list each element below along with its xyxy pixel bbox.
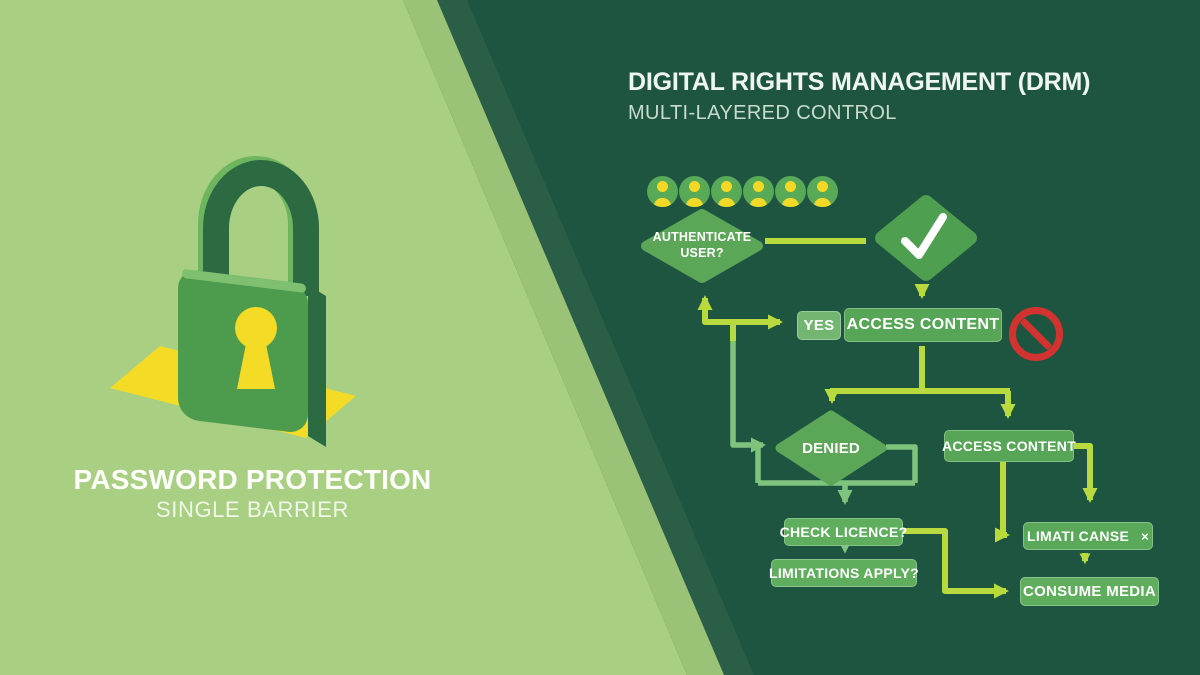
drm-subheading: MULTI-LAYERED CONTROL: [628, 102, 897, 124]
user-icon: [807, 176, 838, 207]
drm-heading: DIGITAL RIGHTS MANAGEMENT (DRM): [628, 68, 1091, 96]
prohibition-icon: [1009, 307, 1063, 361]
padlock-top-highlight: [182, 269, 306, 293]
access-content-right-box: ACCESS CONTENT: [942, 430, 1076, 462]
left-panel-subheading: SINGLE BARRIER: [155, 497, 349, 522]
denied-node-label: DENIED: [802, 439, 860, 457]
user-icon-row: [647, 176, 838, 207]
user-icon: [679, 176, 710, 207]
user-icon: [711, 176, 742, 207]
yes-label-box: YES: [797, 311, 841, 340]
keyhole-circle: [235, 307, 277, 349]
access-content-top-box: ACCESS CONTENT: [844, 308, 1002, 342]
x-icon: ×: [1141, 528, 1150, 544]
limitations-apply-box: LIMITATIONS APPLY?: [769, 559, 919, 587]
authenticate-diamond: [641, 209, 763, 283]
padlock-front-face: [178, 270, 308, 432]
check-licence-box: CHECK LICENCE?: [780, 518, 907, 546]
check-icon: [901, 213, 947, 259]
shackle: [203, 160, 319, 296]
user-icon: [775, 176, 806, 207]
consume-media-box: CONSUME MEDIA: [1020, 577, 1159, 606]
left-panel-heading: PASSWORD PROTECTION: [73, 464, 432, 495]
user-icon: [743, 176, 774, 207]
limit-canse-box: LIMATI CANSE ×: [1023, 522, 1153, 550]
limit-canse-label: LIMATI CANSE: [1026, 528, 1130, 544]
keyhole-stem: [237, 339, 275, 389]
padlock-icon: [110, 156, 356, 447]
authenticate-node-label: AUTHENTICATE USER?: [652, 230, 752, 260]
user-icon: [647, 176, 678, 207]
connector-lines: [697, 238, 1098, 599]
denied-diamond: [775, 410, 887, 486]
padlock-side-face: [308, 285, 326, 447]
